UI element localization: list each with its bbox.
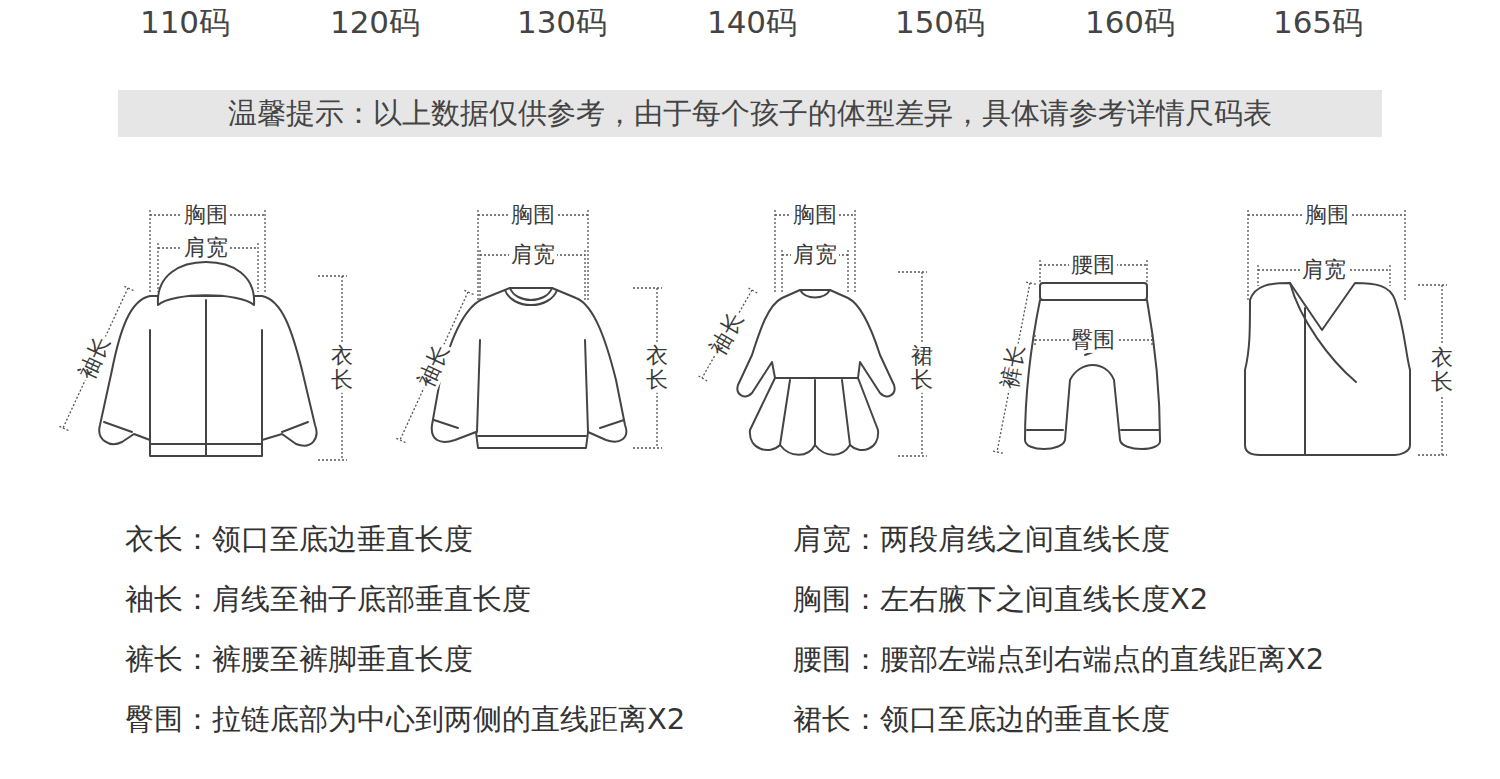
measure-definition: 裙长：领口至底边的垂直长度 [793, 704, 1170, 736]
dimension-label: 衣长 [1429, 345, 1455, 395]
measure-definition: 胸围：左右腋下之间直线长度X2 [793, 584, 1208, 616]
dimension-label: 裤长 [996, 341, 1031, 393]
sweater-drawing [432, 288, 627, 448]
jacket-drawing [99, 262, 316, 456]
dimension-label: 裙长 [909, 343, 935, 393]
measure-definition: 臀围：拉链底部为中心到两侧的直线距离X2 [125, 704, 685, 736]
size-label: 165码 [1273, 5, 1363, 39]
notice-text: 温馨提示：以上数据仅供参考，由于每个孩子的体型差异，具体请参考详情尺码表 [228, 94, 1272, 134]
size-label: 130码 [517, 5, 607, 39]
measure-definition: 衣长：领口至底边垂直长度 [125, 524, 473, 556]
measure-definition: 袖长：肩线至袖子底部垂直长度 [125, 584, 531, 616]
size-label: 160码 [1085, 5, 1175, 39]
dimension-label: 衣长 [329, 343, 355, 393]
dimension-label: 袖长 [704, 307, 751, 362]
dimension-label: 肩宽 [509, 242, 557, 268]
dimension-label: 臀围 [1069, 327, 1117, 353]
dimension-label: 肩宽 [1300, 257, 1348, 283]
dimension-label: 肩宽 [182, 235, 230, 261]
measure-definition: 肩宽：两段肩线之间直线长度 [793, 524, 1170, 556]
dimension-label: 腰围 [1069, 252, 1117, 278]
dimension-label: 衣长 [644, 343, 670, 393]
dimension-label: 肩宽 [791, 242, 839, 268]
notice-banner: 温馨提示：以上数据仅供参考，由于每个孩子的体型差异，具体请参考详情尺码表 [118, 90, 1382, 137]
size-label: 120码 [330, 5, 420, 39]
dimension-label: 胸围 [509, 202, 557, 228]
size-label: 150码 [895, 5, 985, 39]
dimension-label: 胸围 [1303, 202, 1351, 228]
size-label: 110码 [140, 5, 230, 39]
vest-drawing [1245, 283, 1410, 455]
size-label: 140码 [707, 5, 797, 39]
measure-definition: 裤长：裤腰至裤脚垂直长度 [125, 644, 473, 676]
dimension-label: 胸围 [791, 202, 839, 228]
dress-drawing [737, 290, 894, 455]
pants-drawing [1025, 283, 1160, 449]
dimension-label: 胸围 [182, 202, 230, 228]
measure-definition: 腰围：腰部左端点到右端点的直线距离X2 [793, 644, 1324, 676]
